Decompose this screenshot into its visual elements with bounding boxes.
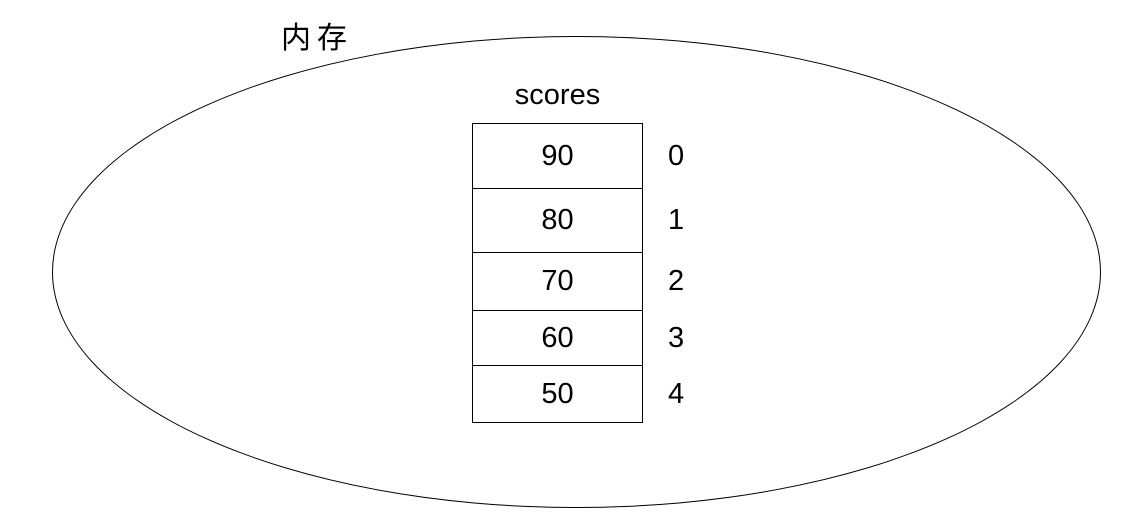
array-cell-value: 80 <box>472 188 643 253</box>
array-index-label: 4 <box>668 377 685 410</box>
array-cell-value: 60 <box>472 310 643 366</box>
array-row: 70 2 <box>472 252 684 311</box>
array-index-label: 0 <box>668 139 685 172</box>
memory-ellipse <box>52 36 1101 508</box>
array-row: 60 3 <box>472 310 684 366</box>
array-cell-value: 70 <box>472 252 643 311</box>
array-row: 50 4 <box>472 365 684 423</box>
array-index-label: 2 <box>668 265 685 297</box>
array-cell-value: 90 <box>472 123 643 189</box>
array-cell-value: 50 <box>472 365 643 423</box>
array-title: scores <box>514 79 601 111</box>
array-row: 90 0 <box>472 123 684 189</box>
array-index-label: 1 <box>668 204 685 236</box>
array-table: 90 0 80 1 70 2 60 3 50 4 <box>472 123 684 423</box>
array-row: 80 1 <box>472 188 684 253</box>
memory-label: 内存 <box>281 22 353 55</box>
array-index-label: 3 <box>668 321 685 354</box>
